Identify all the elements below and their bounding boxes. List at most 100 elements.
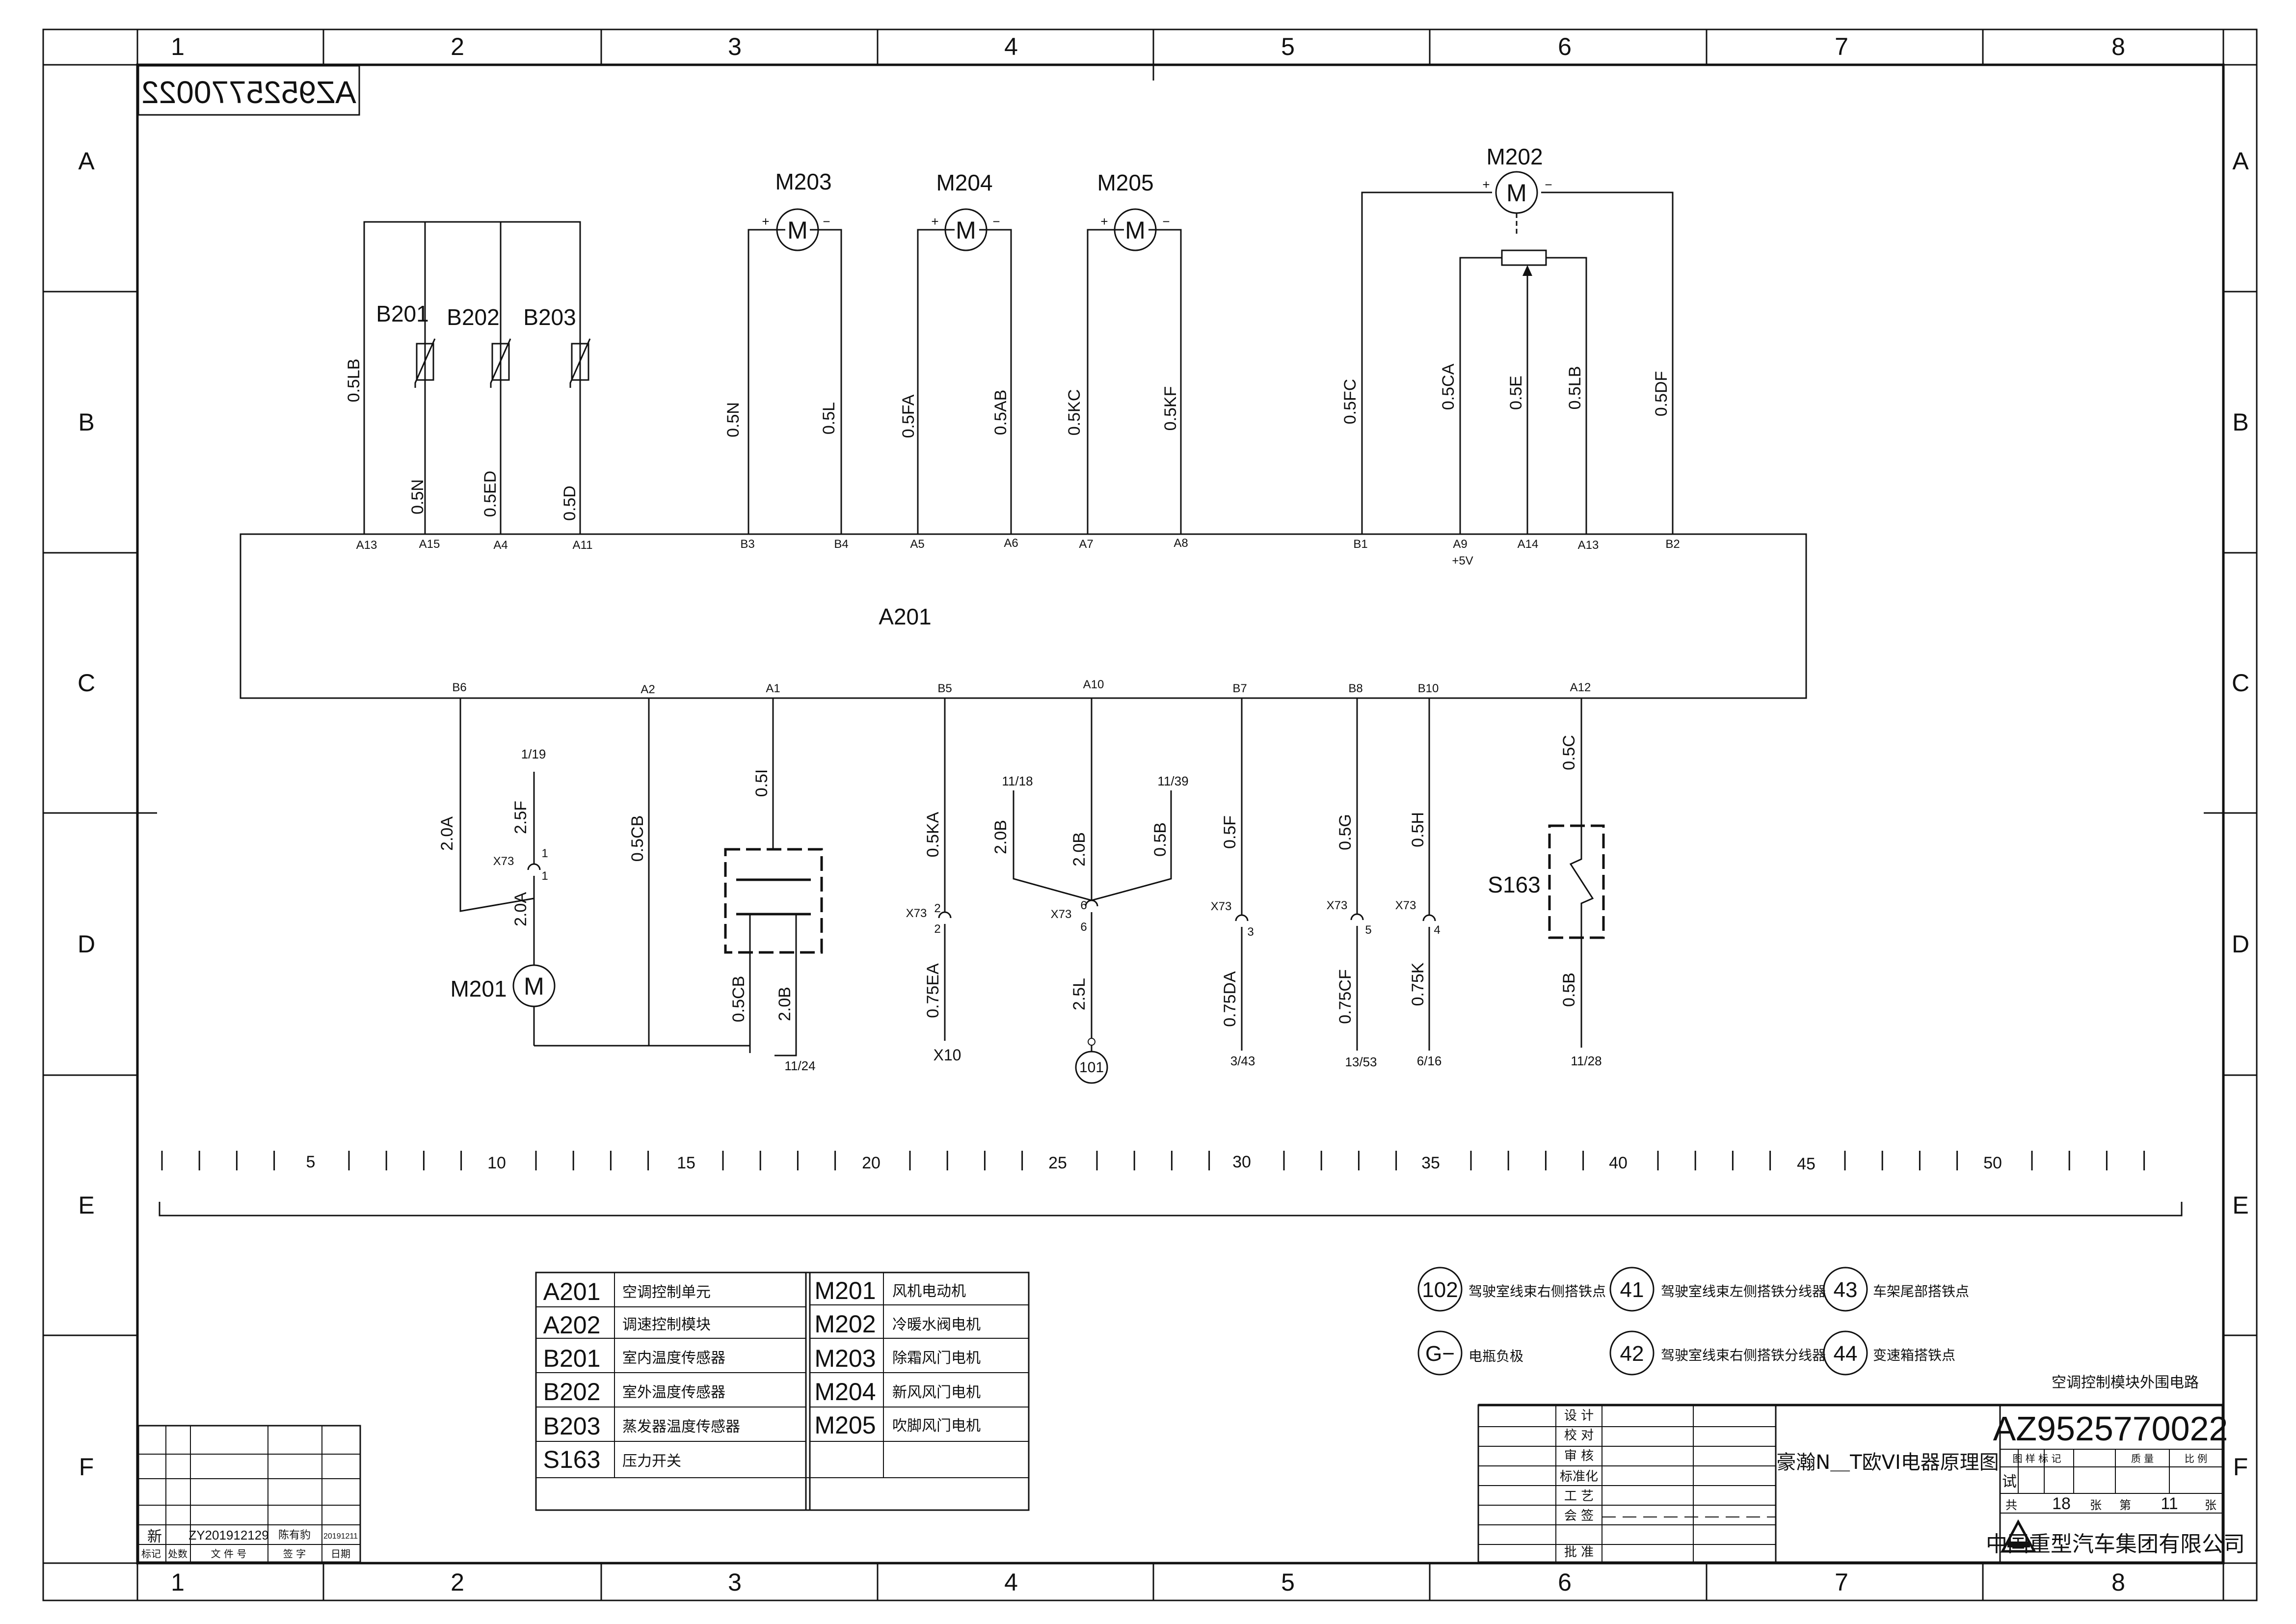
- row-label: B: [78, 408, 94, 436]
- total-label: 共: [2005, 1498, 2017, 1512]
- mirrored-drawing-number: AZ9525770022: [137, 65, 360, 116]
- ref-label: 11/24: [784, 1058, 815, 1073]
- ground-desc: 电瓶负极: [1468, 1348, 1523, 1364]
- ruler-label: 15: [677, 1154, 695, 1172]
- legend-code: M201: [814, 1277, 876, 1304]
- motor-label: M202: [1486, 144, 1543, 169]
- sheet-total: 18: [2052, 1494, 2071, 1513]
- col-label: 4: [1004, 33, 1018, 60]
- pin-label: B2: [1665, 538, 1680, 551]
- revision-date: 20191211: [323, 1532, 358, 1541]
- motor-plus: +: [931, 214, 938, 229]
- ground-desc: 变速箱搭铁点: [1873, 1347, 1955, 1363]
- connector-label: X73: [493, 855, 514, 868]
- wire-label: 2.0A: [511, 892, 530, 926]
- col-label: 3: [728, 1569, 742, 1596]
- column-labels: 1 2 3 4 5 6 7 8 1 2 3 4 5 6 7 8: [171, 33, 2125, 1596]
- title-block: 空调控制模块外围电路 设 计 校 对 审 核 标准化 工 艺 会 签 批 准 豪…: [1477, 1374, 2245, 1563]
- company-name: 中国重型汽车集团有限公司: [1986, 1532, 2245, 1557]
- role-label: 设 计: [1564, 1408, 1594, 1423]
- wire-label: 0.5KF: [1161, 386, 1180, 431]
- revision-header: 处数: [168, 1548, 187, 1560]
- wire-label: 0.5LB: [345, 359, 363, 403]
- role-label: 工 艺: [1564, 1489, 1594, 1504]
- sensor-label: B202: [447, 304, 499, 330]
- legend-code: B201: [543, 1345, 601, 1372]
- connector-pin: 4: [1434, 923, 1440, 937]
- legend-code: M205: [814, 1411, 876, 1439]
- row-label: E: [78, 1191, 94, 1219]
- revision-header: 签 字: [283, 1548, 306, 1560]
- role-label: 标准化: [1560, 1469, 1598, 1484]
- pin-label: A13: [356, 539, 377, 552]
- connector-labels: X73 1 1 X73 2 2 X73 6 6 X73 3 X73 5 X73 …: [493, 847, 1441, 939]
- ruler-label: 35: [1421, 1154, 1440, 1172]
- motor-plus: +: [1482, 177, 1490, 192]
- ground-id: 102: [1422, 1278, 1458, 1302]
- row-label: D: [2232, 930, 2249, 958]
- row-label: A: [2232, 147, 2249, 175]
- ground-id: 44: [1834, 1342, 1858, 1366]
- connector-label: X73: [906, 907, 927, 920]
- motor-symbol: M: [524, 973, 544, 1000]
- revision-signer: 陈有豹: [278, 1529, 311, 1542]
- pin-label: B10: [1418, 682, 1439, 695]
- pin-label: A15: [419, 538, 440, 551]
- wire-label: 0.5KA: [924, 812, 942, 857]
- bottom-wire-labels: 2.0A 2.5F 2.0A 0.5CB 0.5I 0.5CB 2.0B 0.5…: [438, 735, 1578, 1027]
- legend-desc: 除霜风门电机: [892, 1350, 981, 1367]
- wire-label: 0.5CB: [729, 976, 748, 1023]
- ground-desc: 车架尾部搭铁点: [1873, 1283, 1969, 1299]
- ref-label: 13/53: [1345, 1055, 1377, 1069]
- pin-label: B8: [1348, 682, 1362, 695]
- pin-label: A9: [1453, 538, 1467, 551]
- pin-label: A14: [1518, 538, 1539, 551]
- col-label: 7: [1835, 33, 1848, 60]
- ground-desc: 驾驶室线束右侧搭铁分线器: [1661, 1347, 1826, 1363]
- connector-pin: 1: [541, 869, 548, 883]
- wire-label: 0.5FA: [899, 394, 918, 438]
- legend-desc: 吹脚风门电机: [892, 1417, 981, 1435]
- wire-label: 0.5AB: [991, 390, 1010, 435]
- ruler-label: 30: [1232, 1153, 1251, 1171]
- ruler-label: 50: [1983, 1154, 2002, 1172]
- pin-label: B3: [740, 538, 754, 551]
- legend-code: B202: [543, 1378, 601, 1406]
- wire-label: 2.0A: [438, 816, 456, 851]
- legend-desc: 室内温度传感器: [622, 1350, 725, 1367]
- wire-label: 0.5CB: [628, 815, 647, 862]
- trial-mark: 试: [2002, 1473, 2017, 1490]
- legend-desc: 新风风门电机: [892, 1384, 981, 1401]
- col-label: 8: [2111, 1569, 2125, 1596]
- unit-label: 张: [2205, 1498, 2216, 1512]
- pin-label: B4: [834, 538, 848, 551]
- ruler-label: 10: [487, 1154, 506, 1172]
- role-label: 批 准: [1564, 1545, 1594, 1560]
- revision-header: 日期: [331, 1548, 350, 1560]
- drawing-number-mirrored: AZ9525770022: [141, 75, 356, 110]
- wire-label: 0.5G: [1336, 814, 1355, 850]
- revision-header: 文 件 号: [211, 1548, 247, 1560]
- row-label: A: [78, 147, 95, 175]
- motor-label: M204: [936, 170, 992, 195]
- head-label: 比 例: [2185, 1453, 2207, 1464]
- wire-label: 0.5KC: [1065, 389, 1084, 436]
- role-label: 校 对: [1564, 1428, 1594, 1443]
- position-ruler: 5 10 15 20 25 30 35 40 45 50: [159, 1151, 2183, 1217]
- pin-label: A2: [641, 683, 655, 696]
- connector-pin: 2: [934, 902, 940, 915]
- connector-pin: 3: [1247, 925, 1254, 939]
- ground-id: 43: [1834, 1278, 1858, 1302]
- legend-desc: 风机电动机: [892, 1283, 966, 1300]
- wire-label: 0.5B: [1560, 973, 1578, 1007]
- row-label: D: [78, 930, 95, 958]
- pin-label: A6: [1004, 537, 1018, 550]
- pin-label: A7: [1079, 538, 1093, 551]
- legend-code: B203: [543, 1412, 601, 1440]
- head-label: 质 量: [2131, 1453, 2154, 1464]
- pin-label: A1: [766, 682, 780, 695]
- wire-label: 0.5B: [1151, 822, 1170, 857]
- wire-label: 2.0B: [991, 820, 1010, 854]
- ground-desc: 驾驶室线束左侧搭铁分线器: [1661, 1283, 1826, 1299]
- motor-m201-symbol: [512, 964, 556, 1007]
